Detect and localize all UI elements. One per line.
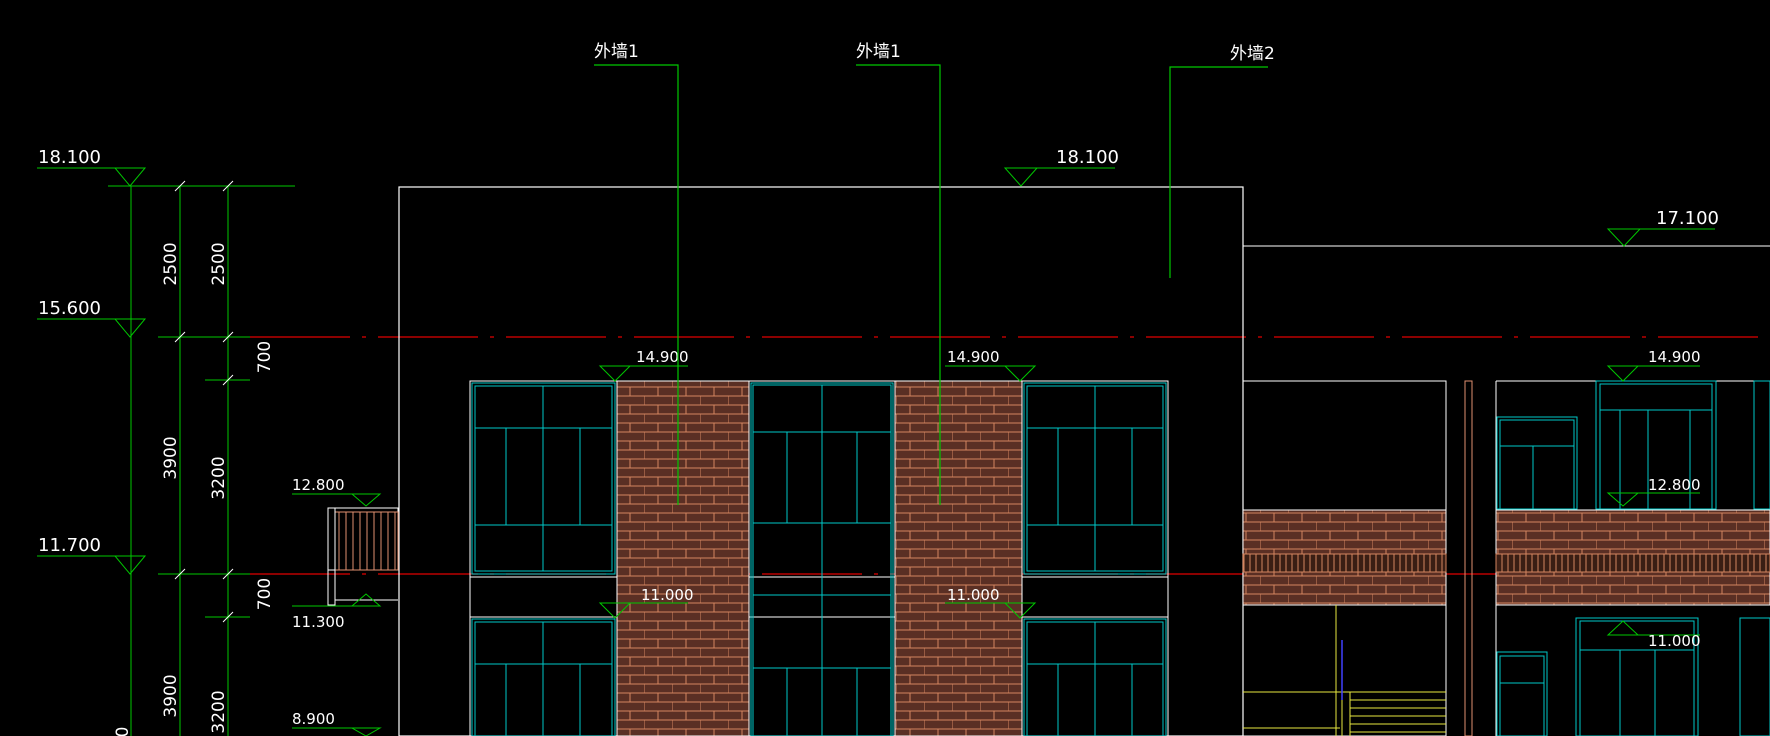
window-left-upper [471,382,616,575]
level-15600: 15.600 [38,298,101,319]
level-14900-b: 14.900 [947,348,1000,366]
level-17100: 17.100 [1656,208,1719,229]
window-right-lower [1023,618,1167,736]
level-11000-a: 11.000 [641,586,694,604]
upper-bay-outline [469,380,1169,736]
level-12800-left: 12.800 [292,476,345,494]
wall-label-2: 外墙2 [1230,44,1275,64]
wall-label-1b: 外墙1 [856,42,901,62]
level-11300: 11.300 [292,613,345,631]
level-11000-b: 11.000 [947,586,1000,604]
dimension-chains [108,180,295,736]
brick-pier-right [894,380,1023,736]
dim-outer-3900-a: 3900 [161,436,181,479]
level-markers-balcony [292,493,382,736]
level-12800-right: 12.800 [1648,476,1701,494]
stair [1243,605,1446,736]
dim-inner-2500: 2500 [209,242,229,285]
dim-cut-text: 0 [113,727,133,736]
window-left-lower [471,618,616,736]
level-18100-main: 18.100 [1056,147,1119,168]
right-wing [1242,245,1770,736]
level-18100-left: 18.100 [38,147,101,168]
dim-inner-3200-a: 3200 [209,456,229,499]
wall-label-1a: 外墙1 [594,42,639,62]
dim-outer-3900-b: 3900 [161,674,181,717]
dim-outer-2500: 2500 [161,242,181,285]
wall-leaders [594,64,1268,505]
level-markers-left [37,167,147,575]
dim-inner-700-a: 700 [255,341,275,373]
level-14900-c: 14.900 [1648,348,1701,366]
dim-inner-3200-b: 3200 [209,690,229,733]
level-11700: 11.700 [38,535,101,556]
level-markers-right [1606,228,1715,636]
level-11000-c: 11.000 [1648,632,1701,650]
brick-pier-left [616,380,750,736]
main-building [398,186,1244,736]
right-wing-windows [1496,380,1770,736]
level-14900-a: 14.900 [636,348,689,366]
window-right-upper [1023,382,1167,575]
dim-inner-700-b: 700 [255,578,275,610]
parapet-outline [398,186,1244,736]
window-center-tall [750,382,894,736]
left-balcony [327,507,399,606]
level-8900: 8.900 [292,710,335,728]
